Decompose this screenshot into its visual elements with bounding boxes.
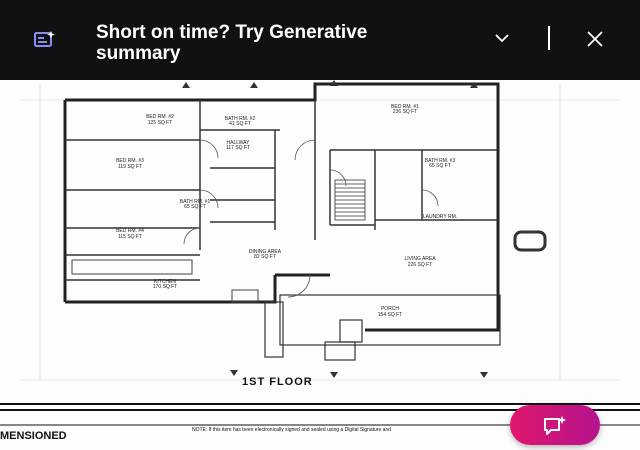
room-area: 115 SQ FT xyxy=(118,234,142,240)
room-label: BED RM. #3 xyxy=(116,158,144,164)
room-label: HALLWAY xyxy=(227,140,251,146)
ai-chat-icon xyxy=(544,416,566,435)
close-icon[interactable] xyxy=(585,29,605,49)
ai-summary-icon xyxy=(34,30,56,48)
room-label: LAUNDRY RM. xyxy=(423,214,457,220)
floor-label: 1ST FLOOR xyxy=(242,376,313,388)
room-area: 170 SQ FT xyxy=(153,284,177,290)
room-label: BED RM. #2 xyxy=(146,114,174,120)
room-label: BATH RM. #2 xyxy=(225,116,256,122)
room-area: 65 SQ FT xyxy=(429,163,451,169)
room-area: 154 SQ FT xyxy=(378,312,402,318)
room-area: 117 SQ FT xyxy=(226,145,250,151)
room-area: 236 SQ FT xyxy=(393,109,417,115)
room-label: DINING AREA xyxy=(249,249,282,255)
room-area: 65 SQ FT xyxy=(184,204,206,210)
summary-banner: Short on time? Try Generative summary xyxy=(0,0,640,80)
room-label: BED RM. #1 xyxy=(391,104,419,110)
room-area: 119 SQ FT xyxy=(118,164,142,170)
room-label: BED RM. #4 xyxy=(116,228,144,234)
room-label: BATH RM. #1 xyxy=(180,199,211,205)
signature-note: NOTE: If this item has been electronical… xyxy=(192,427,392,433)
room-area: 226 SQ FT xyxy=(408,262,432,268)
room-label: KITCHEN xyxy=(154,279,176,285)
banner-title: Short on time? Try Generative summary xyxy=(96,22,368,64)
room-area: 125 SQ FT xyxy=(148,120,172,126)
chevron-down-icon[interactable] xyxy=(492,30,512,46)
banner-divider xyxy=(548,26,550,50)
room-label: BATH RM. #3 xyxy=(425,158,456,164)
room-label: LIVING AREA xyxy=(404,256,436,262)
dimension-label: MENSIONED xyxy=(0,430,67,442)
ai-chat-button[interactable] xyxy=(510,405,600,445)
room-area: 41 SQ FT xyxy=(229,121,251,127)
room-area: 82 SQ FT xyxy=(254,254,276,260)
room-label: PORCH xyxy=(381,306,399,312)
floor-plan-drawing: BED RM. #2 125 SQ FT BATH RM. #2 41 SQ F… xyxy=(0,80,640,450)
